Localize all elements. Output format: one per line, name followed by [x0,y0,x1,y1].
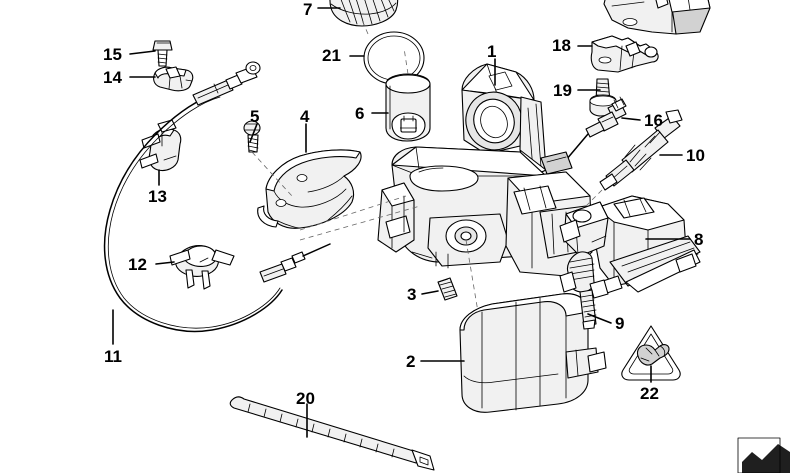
part-knurled-nut [329,0,399,27]
esd-hand-symbol [636,344,670,366]
part-lower-column-cover [257,149,362,229]
part-switch-screw [559,251,609,330]
part-threaded-pin [437,277,458,301]
part-coiled-spring-pin [579,109,683,213]
callout-18[interactable]: 18 [552,36,571,55]
part-steering-lock-housing [377,63,593,277]
callout-2[interactable]: 2 [406,352,416,371]
callout-6[interactable]: 6 [355,104,365,123]
callout-14[interactable]: 14 [103,68,122,87]
callout-21[interactable]: 21 [322,46,341,65]
callout-9[interactable]: 9 [615,314,625,333]
part-o-ring [363,31,425,85]
callout-15[interactable]: 15 [103,45,122,64]
part-cable-tie [229,396,435,471]
callout-5[interactable]: 5 [250,107,260,126]
watermark-logo [737,437,790,473]
part-contact-pin [540,96,627,175]
callout-7[interactable]: 7 [303,0,313,19]
callout-12[interactable]: 12 [128,255,147,274]
callout-10[interactable]: 10 [686,146,705,165]
callout-16[interactable]: 16 [644,111,663,130]
callout-3[interactable]: 3 [407,285,417,304]
part-cable-clamp [153,66,194,92]
part-bowden-cable [103,61,331,333]
part-hex-bolt [152,40,173,67]
part-cable-holder-clip [169,245,235,290]
part-lock-cylinder [385,73,431,142]
callout-22[interactable]: 22 [640,384,659,403]
callout-13[interactable]: 13 [148,187,167,206]
part-upper-column-cover [559,195,701,295]
assembly-guide-lines [251,19,479,313]
part-ignition-switch [459,293,607,413]
callout-8[interactable]: 8 [694,230,704,249]
callout-4[interactable]: 4 [300,107,310,126]
callout-20[interactable]: 20 [296,389,315,408]
part-upper-bracket [603,0,711,35]
part-lock-bracket [590,35,659,73]
callout-1[interactable]: 1 [487,42,497,61]
callout-leaders [112,7,691,438]
callout-19[interactable]: 19 [553,81,572,100]
callout-11[interactable]: 11 [104,347,122,366]
